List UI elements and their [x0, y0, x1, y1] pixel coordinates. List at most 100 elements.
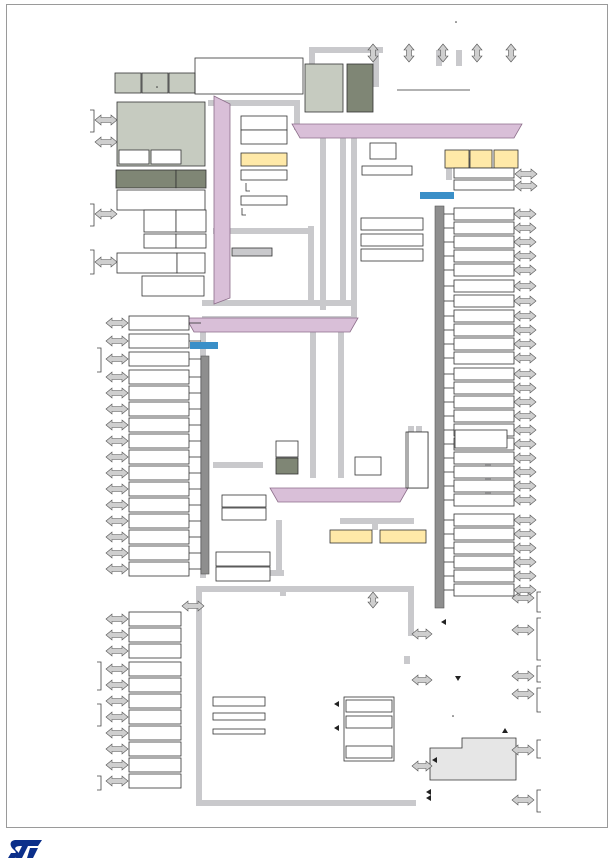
io-arrow [94, 136, 118, 148]
peripheral-block [453, 527, 515, 541]
peripheral-block [141, 275, 205, 297]
peripheral-block [453, 541, 515, 555]
io-arrow [513, 438, 537, 450]
connection-loop [194, 57, 304, 95]
functional-blocks [114, 57, 519, 789]
bus-line [308, 226, 314, 306]
bus-line [196, 586, 202, 806]
bus-matrix-mid [269, 487, 409, 503]
io-arrow [513, 514, 537, 526]
io-arrow [105, 467, 129, 479]
io-arrow [511, 744, 535, 756]
peripheral-block [240, 195, 288, 206]
bus-line [338, 316, 344, 478]
io-arrow [513, 452, 537, 464]
peripheral-block [128, 529, 190, 545]
bus-line [408, 586, 414, 636]
io-arrow [513, 222, 537, 234]
peripheral-block [175, 209, 207, 233]
peripheral-block [345, 745, 393, 759]
pin-bracket [90, 249, 95, 275]
io-arrow [105, 727, 129, 739]
io-arrows [94, 43, 538, 806]
peripheral-block [453, 409, 515, 423]
peripheral-block [453, 235, 515, 249]
io-arrow [105, 371, 129, 383]
peripheral-block [215, 566, 271, 582]
dac-block [407, 431, 429, 489]
bus-line [276, 520, 282, 576]
peripheral-block [128, 741, 182, 757]
io-arrow [513, 556, 537, 568]
bus-line [456, 50, 462, 66]
pin-bracket [536, 591, 541, 613]
peripheral-block [128, 351, 190, 367]
dot-mark [455, 21, 457, 23]
bus-line [320, 130, 326, 310]
triangle-mark [432, 757, 437, 763]
cpu-block [168, 72, 196, 94]
peripheral-block [453, 167, 515, 179]
peripheral-block [453, 309, 515, 323]
peripheral-block [454, 429, 508, 449]
io-arrow [513, 368, 537, 380]
clock-control-block [429, 737, 517, 781]
peripheral-block [128, 369, 190, 385]
io-arrow [105, 663, 129, 675]
peripheral-block [453, 555, 515, 569]
peripheral-block [143, 233, 177, 249]
io-arrow [105, 645, 129, 657]
pin-bracket [90, 109, 95, 133]
io-arrow [513, 584, 537, 596]
io-arrow [105, 387, 129, 399]
highlight-block [240, 152, 288, 167]
bus-line [208, 100, 300, 106]
io-arrow [105, 711, 129, 723]
pin-bracket [97, 661, 102, 691]
peripheral-block [212, 728, 266, 735]
io-arrow [94, 208, 118, 220]
peripheral-block [453, 395, 515, 409]
pin-bracket [90, 203, 95, 227]
peripheral-block [453, 451, 515, 465]
highlight-block [469, 149, 493, 169]
io-arrow [513, 324, 537, 336]
io-arrow-vertical [367, 43, 379, 63]
io-arrow [105, 403, 129, 415]
peripheral-block [143, 209, 177, 233]
bus-line [310, 316, 316, 478]
io-arrow [513, 352, 537, 364]
peripheral-block [453, 513, 515, 527]
peripheral-block [221, 494, 267, 508]
highlight-block [444, 149, 470, 169]
peripheral-block [453, 381, 515, 395]
pin-bracket [536, 789, 541, 813]
io-arrow [105, 419, 129, 431]
io-arrow [513, 528, 537, 540]
io-arrow [105, 613, 129, 625]
small-mark [241, 208, 246, 216]
peripheral-block [128, 401, 190, 417]
peripheral-block [453, 263, 515, 277]
bus-line [213, 228, 313, 234]
peripheral-block [360, 233, 424, 247]
peripheral-block [128, 497, 190, 513]
peripheral-block [128, 385, 190, 401]
peripheral-block [453, 323, 515, 337]
peripheral-block [128, 333, 190, 349]
io-arrow [511, 624, 535, 636]
io-arrow [513, 280, 537, 292]
pin-bracket [97, 775, 102, 791]
bridge-block [231, 247, 273, 257]
io-arrow-vertical [471, 43, 483, 63]
io-arrow [105, 531, 129, 543]
io-arrow-vertical [403, 43, 415, 63]
cpu-block [114, 72, 142, 94]
peripheral-block [128, 757, 182, 773]
peripheral-block [128, 773, 182, 789]
io-arrow [105, 629, 129, 641]
peripheral-block [128, 417, 190, 433]
bus-matrix-left [185, 317, 359, 333]
io-arrow [105, 335, 129, 347]
